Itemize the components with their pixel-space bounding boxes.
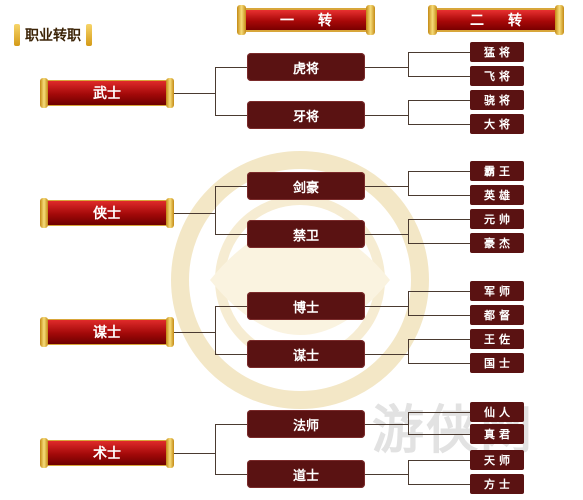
class-name: 侠士 [48,200,166,226]
second-transfer-box[interactable]: 猛将 [470,42,524,62]
connector-line [408,291,409,315]
title-left-ornament [14,24,20,46]
second-transfer-box[interactable]: 飞将 [470,66,524,86]
connector-line [215,186,216,234]
connector-line [408,219,409,243]
title-text: 职业转职 [25,28,81,44]
connector-line [408,100,470,101]
second-transfer-box[interactable]: 英雄 [470,185,524,205]
second-transfer-box[interactable]: 天师 [470,450,524,470]
connector-line [408,363,470,364]
connector-line [408,124,470,125]
first-transfer-box[interactable]: 谋士 [247,340,365,368]
connector-line [174,93,216,94]
connector-line [215,67,247,68]
class-box[interactable]: 术士 [40,438,174,468]
connector-line [365,474,408,475]
connector-line [408,291,470,292]
connector-line [365,115,408,116]
connector-line [215,67,216,115]
second-transfer-box[interactable]: 王佐 [470,329,524,349]
connector-line [174,453,216,454]
first-transfer-box[interactable]: 虎将 [247,53,365,81]
connector-line [215,306,247,307]
connector-line [215,424,216,474]
first-transfer-box[interactable]: 法师 [247,410,365,438]
second-transfer-box[interactable]: 国士 [470,353,524,373]
connector-line [215,424,247,425]
connector-line [408,460,470,461]
second-transfer-box[interactable]: 大将 [470,114,524,134]
connector-line [408,76,470,77]
connector-line [408,52,470,53]
connector-line [408,460,409,484]
connector-line [408,171,409,195]
class-box[interactable]: 武士 [40,78,174,108]
second-transfer-box[interactable]: 都督 [470,305,524,325]
connector-line [408,339,470,340]
second-transfer-box[interactable]: 豪杰 [470,233,524,253]
class-name: 武士 [48,80,166,106]
connector-line [365,186,408,187]
connector-line [408,412,470,413]
connector-line [408,195,470,196]
connector-line [365,354,408,355]
connector-line [174,213,216,214]
second-transfer-box[interactable]: 霸王 [470,161,524,181]
connector-line [174,332,216,333]
first-transfer-box[interactable]: 牙将 [247,101,365,129]
second-transfer-box[interactable]: 军师 [470,281,524,301]
connector-line [365,234,408,235]
connector-line [408,434,470,435]
connector-line [215,115,247,116]
connector-line [408,412,409,434]
second-transfer-box[interactable]: 骁将 [470,90,524,110]
header-second-label: 二转 [437,8,555,32]
connector-line [408,339,409,363]
header-first-label: 一转 [246,8,366,32]
connector-line [408,243,470,244]
connector-line [215,474,247,475]
class-box[interactable]: 谋士 [40,317,174,347]
class-box[interactable]: 侠士 [40,198,174,228]
first-transfer-box[interactable]: 剑豪 [247,172,365,200]
connector-line [365,306,408,307]
class-name: 术士 [48,440,166,466]
second-transfer-box[interactable]: 真君 [470,424,524,444]
connector-line [365,67,408,68]
connector-line [215,306,216,354]
header-second-transfer: 二转 [428,5,564,35]
second-transfer-box[interactable]: 方士 [470,474,524,494]
first-transfer-box[interactable]: 道士 [247,460,365,488]
connector-line [408,219,470,220]
connector-line [408,52,409,76]
connector-line [408,315,470,316]
first-transfer-box[interactable]: 禁卫 [247,220,365,248]
connector-line [365,424,408,425]
connector-line [215,354,247,355]
connector-line [408,100,409,124]
class-name: 谋士 [48,319,166,345]
connector-line [408,171,470,172]
page-title: 职业转职 [14,22,92,48]
header-first-transfer: 一转 [237,5,375,35]
connector-line [215,234,247,235]
title-right-ornament [86,24,92,46]
second-transfer-box[interactable]: 仙人 [470,402,524,422]
first-transfer-box[interactable]: 博士 [247,292,365,320]
connector-line [408,484,470,485]
second-transfer-box[interactable]: 元帅 [470,209,524,229]
connector-line [215,186,247,187]
